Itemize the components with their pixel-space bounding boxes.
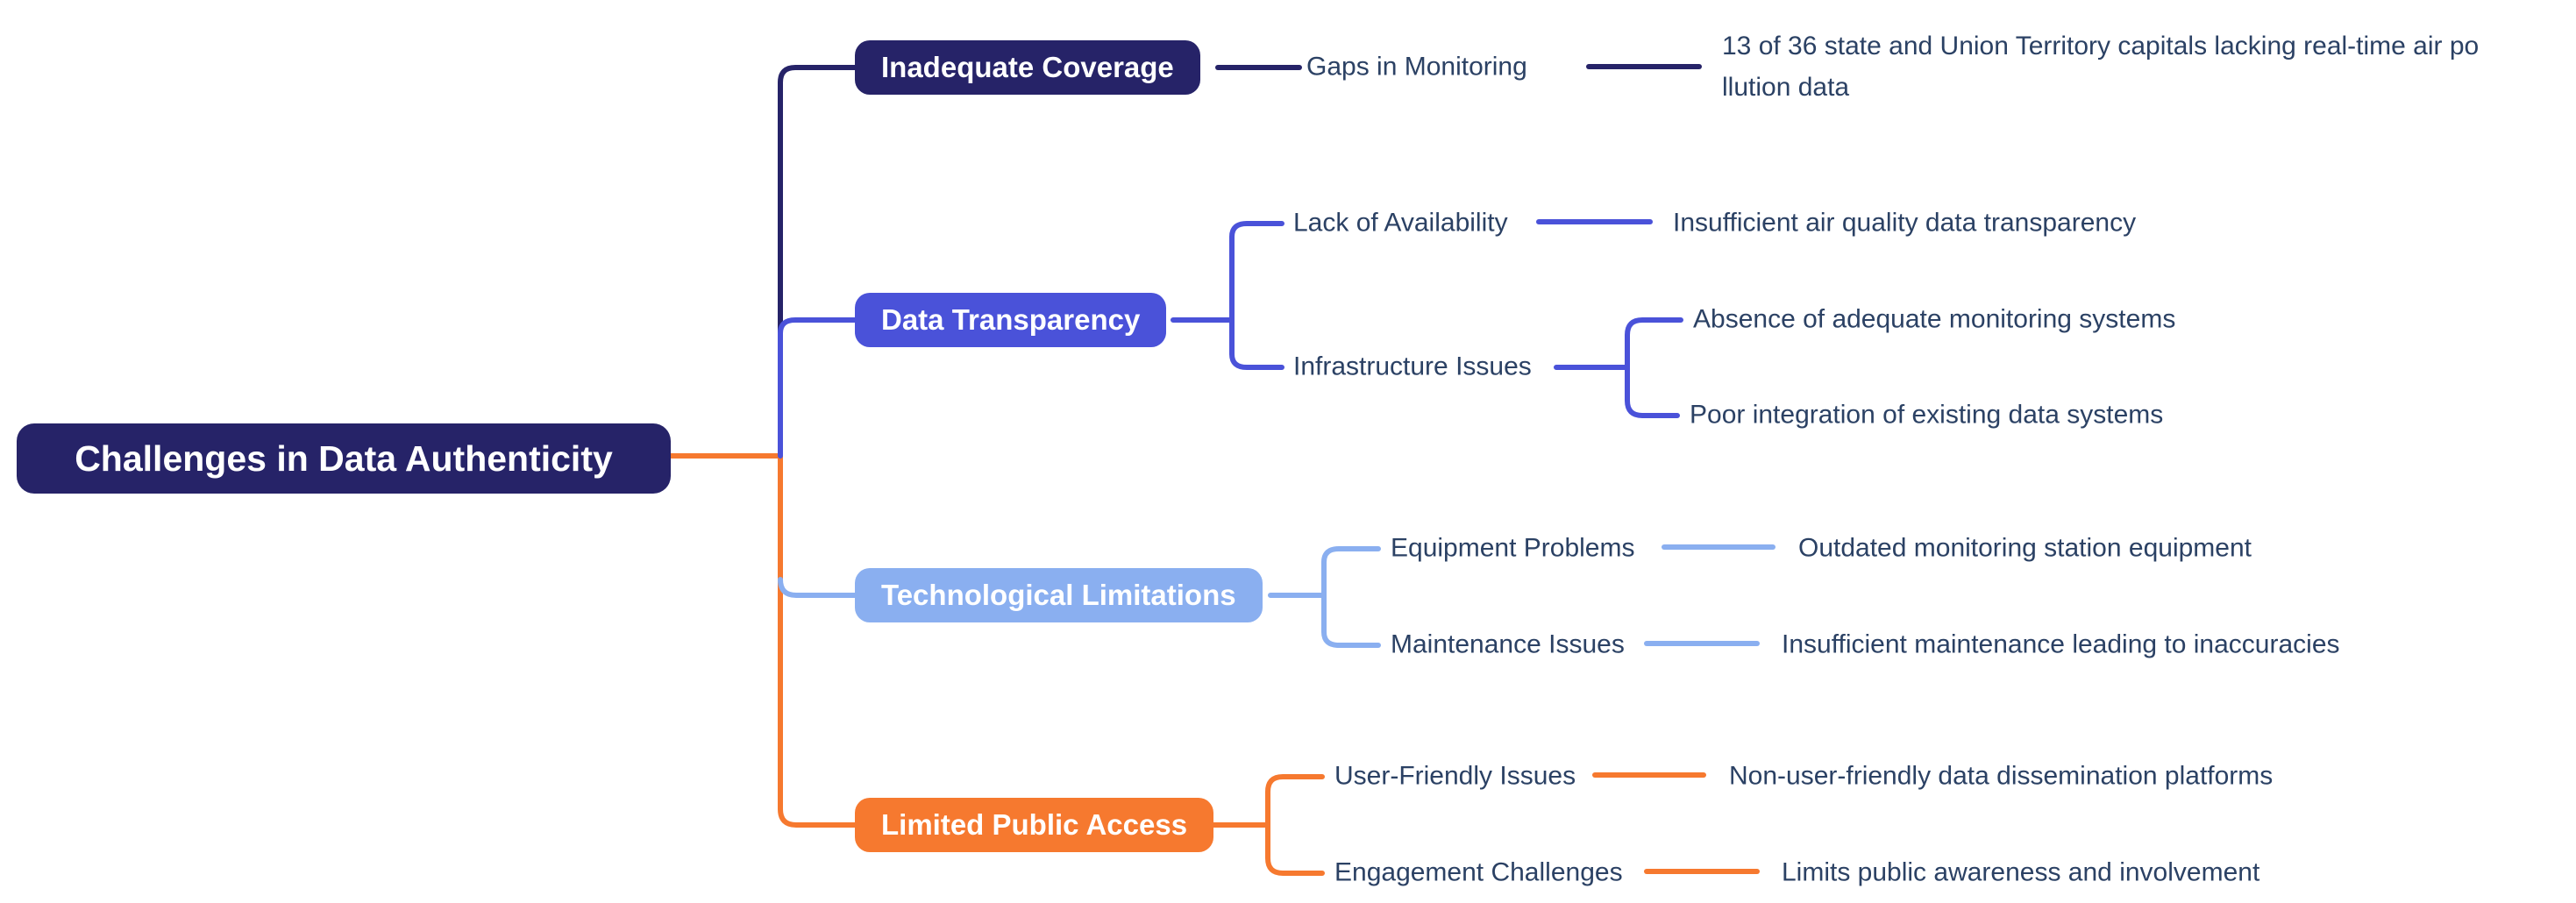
leaf-absence-monitoring-systems[interactable]: Absence of adequate monitoring systems [1693,304,2176,334]
connector-branch-technology [778,577,857,598]
leaf-poor-integration[interactable]: Poor integration of existing data system… [1690,400,2164,430]
connector-technology-subtrunk [1268,546,1381,648]
subtopic-user-friendly-issues[interactable]: User-Friendly Issues [1334,761,1576,791]
subtopic-engagement-challenges[interactable]: Engagement Challenges [1334,857,1623,887]
connector-transparency-subtrunk [1171,221,1284,370]
leaf-outdated-equipment[interactable]: Outdated monitoring station equipment [1798,533,2252,563]
leaf-insufficient-transparency[interactable]: Insufficient air quality data transparen… [1673,208,2137,238]
topic-node-technological-limitations[interactable]: Technological Limitations [855,568,1263,622]
topic-node-limited-public-access[interactable]: Limited Public Access [855,798,1214,852]
connector-infrastructure-subtrunk [1554,317,1683,418]
connector-branch-inadequate [778,65,857,336]
topic-node-data-transparency[interactable]: Data Transparency [855,293,1167,347]
leaf-non-user-friendly-platforms[interactable]: Non-user-friendly data dissemination pla… [1729,761,2274,791]
subtopic-maintenance-issues[interactable]: Maintenance Issues [1391,629,1625,659]
subtopic-gaps-in-monitoring[interactable]: Gaps in Monitoring [1306,52,1527,82]
topic-node-inadequate-coverage[interactable]: Inadequate Coverage [855,40,1200,95]
connector-public-subtrunk [1208,774,1325,876]
connector-root-trunk-orange [668,453,857,828]
subtopic-lack-of-availability[interactable]: Lack of Availability [1293,208,1508,238]
subtopic-infrastructure-issues[interactable]: Infrastructure Issues [1293,352,1532,381]
subtopic-equipment-problems[interactable]: Equipment Problems [1391,533,1635,563]
root-node[interactable]: Challenges in Data Authenticity [17,423,671,494]
leaf-insufficient-maintenance[interactable]: Insufficient maintenance leading to inac… [1782,629,2340,659]
leaf-monitoring-gap-detail[interactable]: 13 of 36 state and Union Territory capit… [1722,32,2480,102]
leaf-limits-public-awareness[interactable]: Limits public awareness and involvement [1782,857,2260,887]
connector-branch-transparency [778,317,857,459]
